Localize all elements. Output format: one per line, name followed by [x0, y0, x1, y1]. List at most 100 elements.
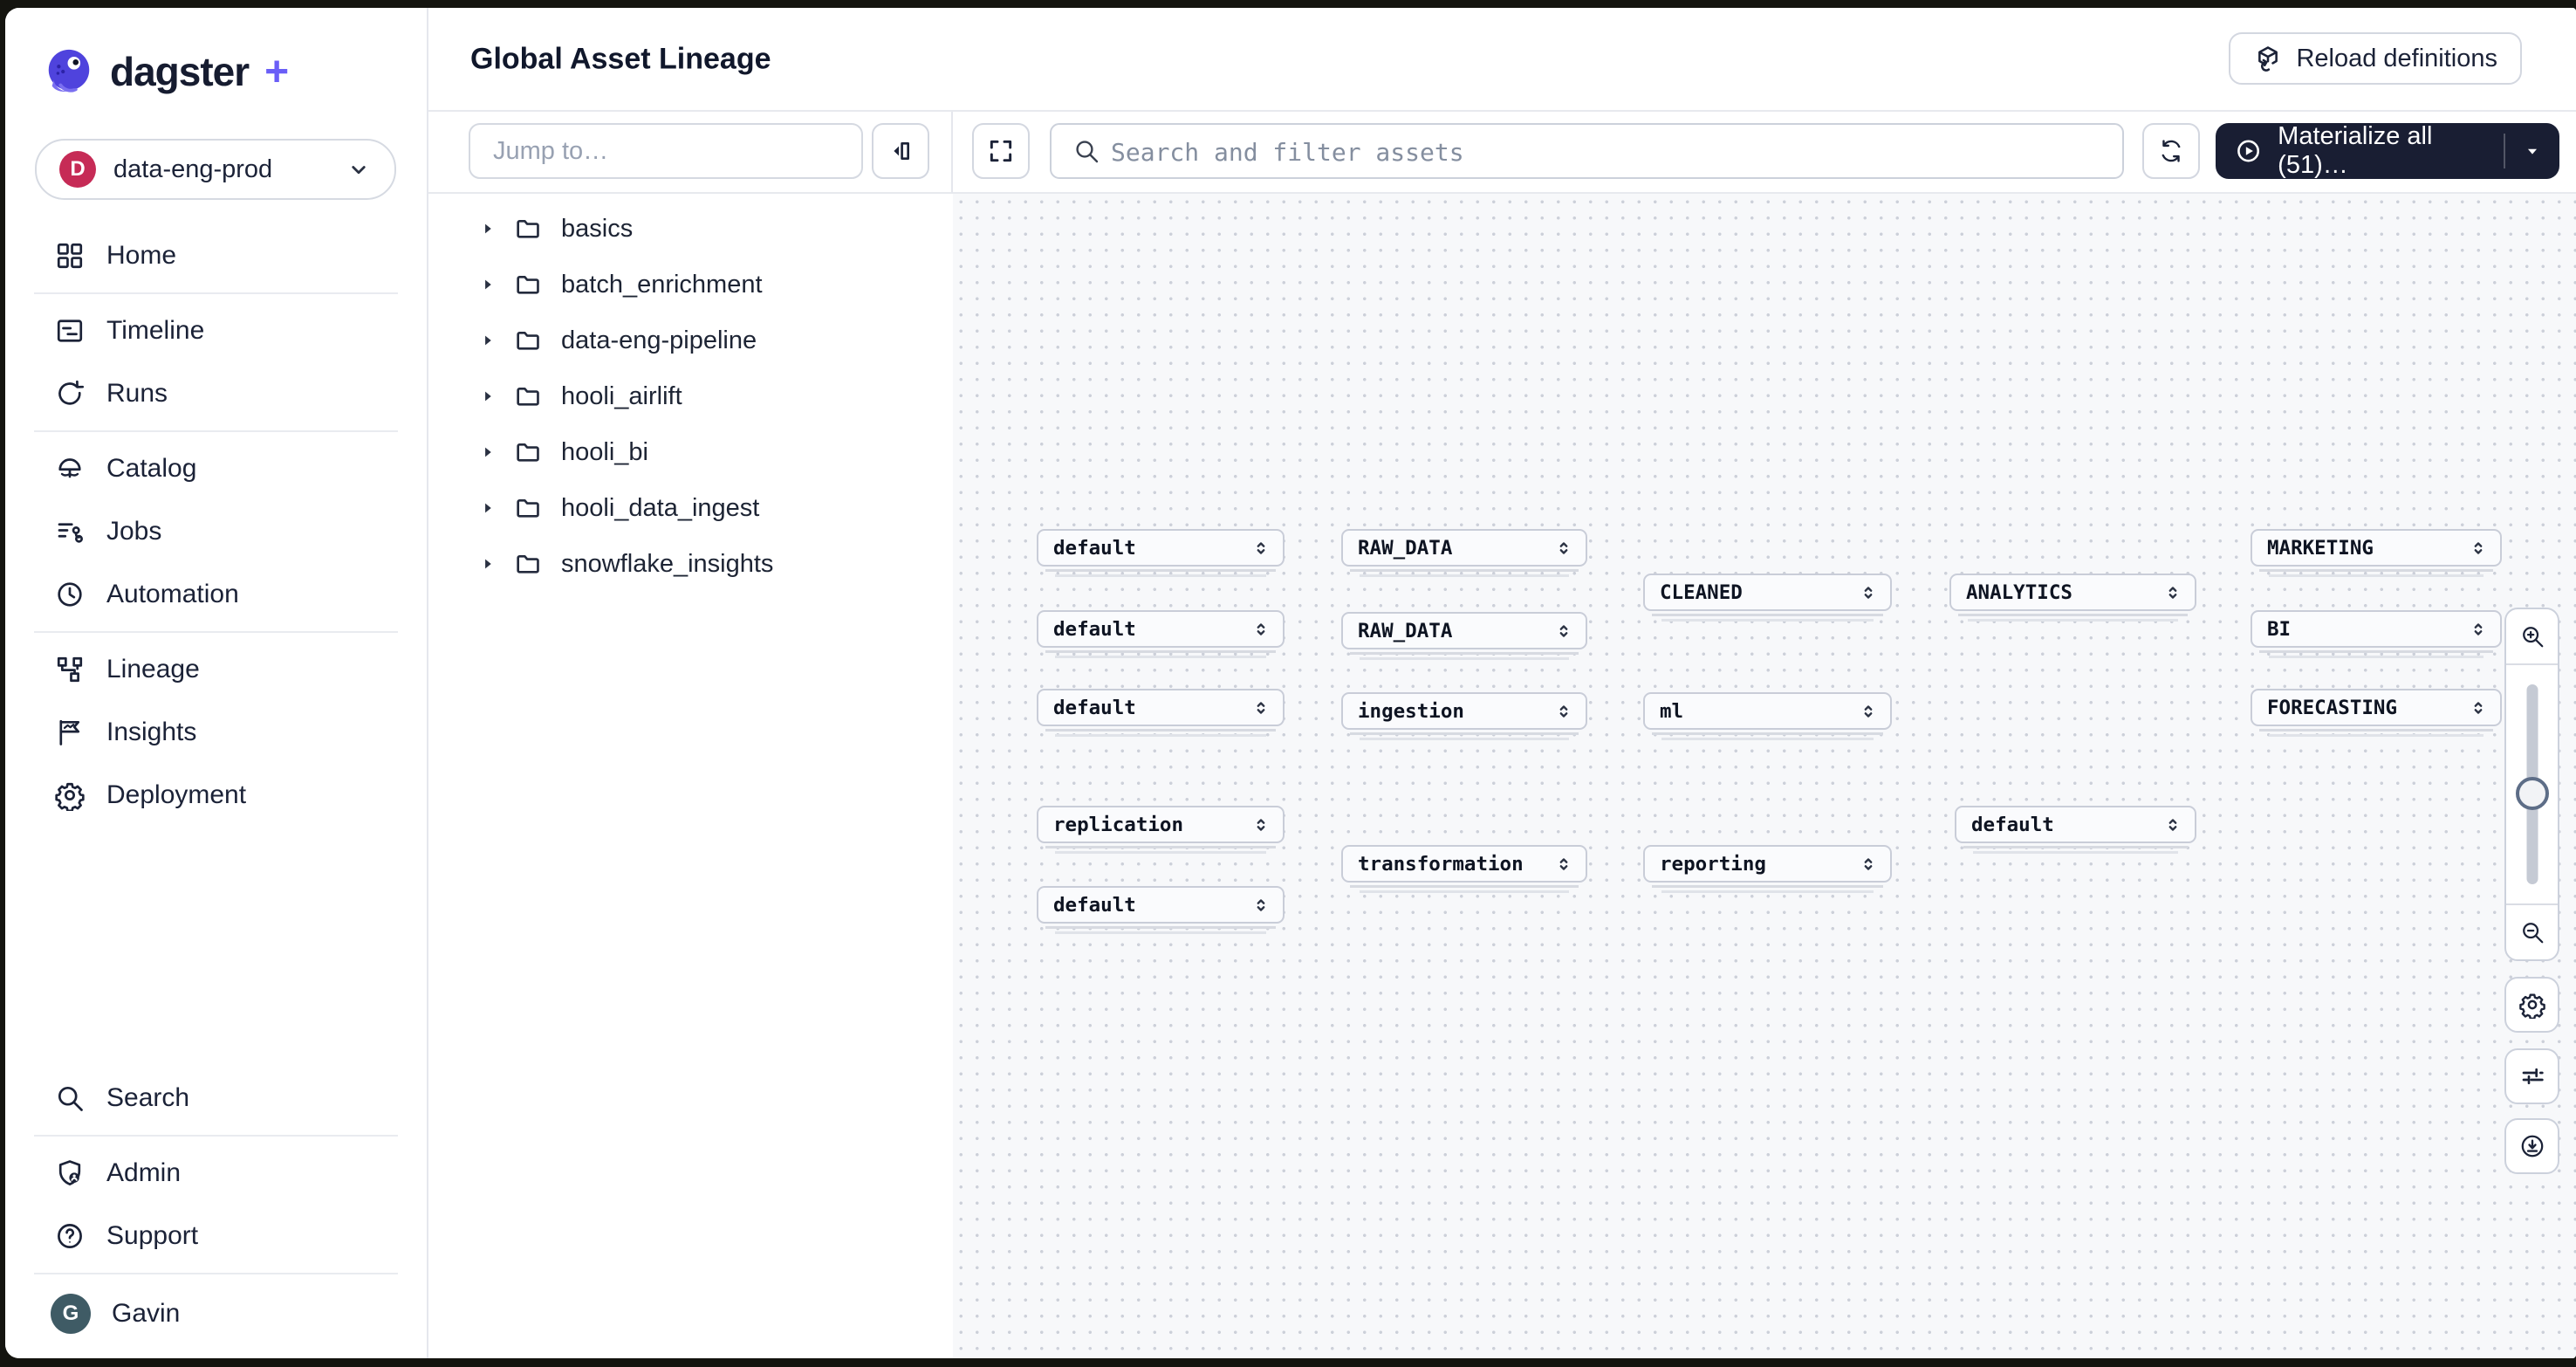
- fullscreen-button[interactable]: [972, 123, 1030, 179]
- materialize-dropdown-toggle[interactable]: [2504, 134, 2559, 168]
- materialize-all-button[interactable]: Materialize all (51)…: [2216, 122, 2559, 179]
- unfold-icon[interactable]: [1859, 855, 1878, 874]
- graph-node-label: reporting: [1660, 852, 1766, 876]
- sidebar-item-lineage[interactable]: Lineage: [5, 638, 427, 701]
- tree-folder-row[interactable]: hooli_data_ingest: [428, 480, 951, 536]
- asset-search-input[interactable]: [1109, 125, 2114, 179]
- unfold-icon[interactable]: [1251, 896, 1271, 915]
- unfold-icon[interactable]: [1251, 539, 1271, 558]
- sidebar-item-label: Runs: [106, 379, 168, 408]
- graph-settings-button[interactable]: [2504, 977, 2559, 1033]
- unfold-icon[interactable]: [1251, 815, 1271, 835]
- tree-folder-row[interactable]: snowflake_insights: [428, 536, 951, 592]
- unfold-icon[interactable]: [2163, 815, 2182, 835]
- search-icon: [1072, 137, 1100, 165]
- caret-right-icon[interactable]: [479, 443, 497, 461]
- graph-node-default[interactable]: default: [1037, 529, 1285, 577]
- timeline-icon: [54, 315, 86, 347]
- unfold-icon[interactable]: [1251, 620, 1271, 639]
- sidebar-item-label: Search: [106, 1083, 190, 1112]
- graph-node-ingestion[interactable]: ingestion: [1341, 692, 1587, 740]
- materialize-all-label: Materialize all (51)…: [2278, 122, 2433, 179]
- graph-node-cleaned[interactable]: CLEANED: [1643, 574, 1892, 622]
- unfold-icon[interactable]: [1554, 539, 1573, 558]
- brand-name: dagster: [110, 49, 250, 94]
- sidebar-item-support[interactable]: Support: [5, 1205, 427, 1267]
- runs-icon: [54, 378, 86, 409]
- unfold-icon[interactable]: [2469, 620, 2488, 639]
- tree-folder-row[interactable]: data-eng-pipeline: [428, 313, 951, 368]
- graph-filters-button[interactable]: [2504, 1048, 2559, 1104]
- refresh-icon: [2157, 137, 2185, 165]
- sidebar-item-insights[interactable]: Insights: [5, 701, 427, 764]
- unfold-icon[interactable]: [1554, 622, 1573, 641]
- zoom-in-icon: [2519, 623, 2545, 649]
- download-image-button[interactable]: [2504, 1118, 2559, 1174]
- unfold-icon[interactable]: [2469, 539, 2488, 558]
- graph-node-ml[interactable]: ml: [1643, 692, 1892, 740]
- reload-cube-icon: [2253, 44, 2283, 73]
- jump-to-input[interactable]: [469, 123, 863, 179]
- graph-node-raw_data[interactable]: RAW_DATA: [1341, 612, 1587, 660]
- unfold-icon[interactable]: [2469, 698, 2488, 718]
- graph-node-default[interactable]: default: [1037, 886, 1285, 934]
- sidebar-item-admin[interactable]: Admin: [5, 1142, 427, 1205]
- graph-node-reporting[interactable]: reporting: [1643, 845, 1892, 893]
- sidebar-item-label: Timeline: [106, 316, 205, 345]
- sidebar-item-home[interactable]: Home: [5, 224, 427, 287]
- sidebar-item-timeline[interactable]: Timeline: [5, 299, 427, 362]
- sidebar-item-runs[interactable]: Runs: [5, 362, 427, 425]
- caret-right-icon[interactable]: [479, 499, 497, 517]
- unfold-icon[interactable]: [1859, 583, 1878, 602]
- refresh-button[interactable]: [2142, 123, 2200, 179]
- graph-node-default[interactable]: default: [1955, 806, 2196, 854]
- zoom-control: [2504, 608, 2559, 961]
- jobs-icon: [54, 516, 86, 547]
- zoom-slider-thumb[interactable]: [2515, 777, 2549, 810]
- caret-right-icon[interactable]: [479, 220, 497, 237]
- tree-folder-row[interactable]: batch_enrichment: [428, 257, 951, 313]
- unfold-icon[interactable]: [1554, 702, 1573, 721]
- unfold-icon[interactable]: [1554, 855, 1573, 874]
- caret-right-icon[interactable]: [479, 388, 497, 405]
- graph-node-forecasting[interactable]: FORECASTING: [2251, 689, 2502, 737]
- deployment-selector[interactable]: D data-eng-prod: [35, 139, 396, 200]
- zoom-slider[interactable]: [2506, 665, 2558, 903]
- caret-down-icon: [2527, 148, 2538, 155]
- graph-node-default[interactable]: default: [1037, 689, 1285, 737]
- lineage-canvas[interactable]: [953, 194, 2576, 1358]
- collapse-panel-button[interactable]: [872, 123, 929, 179]
- sidebar-item-jobs[interactable]: Jobs: [5, 500, 427, 563]
- tree-folder-row[interactable]: hooli_bi: [428, 424, 951, 480]
- tree-folder-row[interactable]: hooli_airlift: [428, 368, 951, 424]
- unfold-icon[interactable]: [1251, 698, 1271, 718]
- graph-node-transformation[interactable]: transformation: [1341, 845, 1587, 893]
- graph-node-bi[interactable]: BI: [2251, 610, 2502, 658]
- zoom-out-button[interactable]: [2506, 903, 2558, 959]
- reload-definitions-button[interactable]: Reload definitions: [2229, 32, 2522, 85]
- reload-definitions-label: Reload definitions: [2296, 44, 2497, 72]
- tree-toolbar: [428, 112, 953, 194]
- caret-right-icon[interactable]: [479, 555, 497, 573]
- tree-folder-row[interactable]: basics: [428, 201, 951, 257]
- unfold-icon[interactable]: [1859, 702, 1878, 721]
- user-menu[interactable]: G Gavin: [5, 1280, 427, 1348]
- graph-node-analytics[interactable]: ANALYTICS: [1949, 574, 2196, 622]
- sidebar-item-automation[interactable]: Automation: [5, 563, 427, 626]
- zoom-in-button[interactable]: [2506, 609, 2558, 665]
- sidebar-item-catalog[interactable]: Catalog: [5, 437, 427, 500]
- sidebar-item-deployment[interactable]: Deployment: [5, 764, 427, 827]
- graph-node-raw_data[interactable]: RAW_DATA: [1341, 529, 1587, 577]
- caret-right-icon[interactable]: [479, 332, 497, 349]
- divider: [34, 1273, 398, 1274]
- graph-node-default[interactable]: default: [1037, 610, 1285, 658]
- unfold-icon[interactable]: [2163, 583, 2182, 602]
- deployment-icon: [54, 780, 86, 811]
- graph-node-replication[interactable]: replication: [1037, 806, 1285, 854]
- tree-folder-label: snowflake_insights: [561, 549, 774, 578]
- sidebar-item-search[interactable]: Search: [5, 1067, 427, 1130]
- graph-node-marketing[interactable]: MARKETING: [2251, 529, 2502, 577]
- caret-right-icon[interactable]: [479, 276, 497, 293]
- graph-node-label: default: [1053, 617, 1136, 641]
